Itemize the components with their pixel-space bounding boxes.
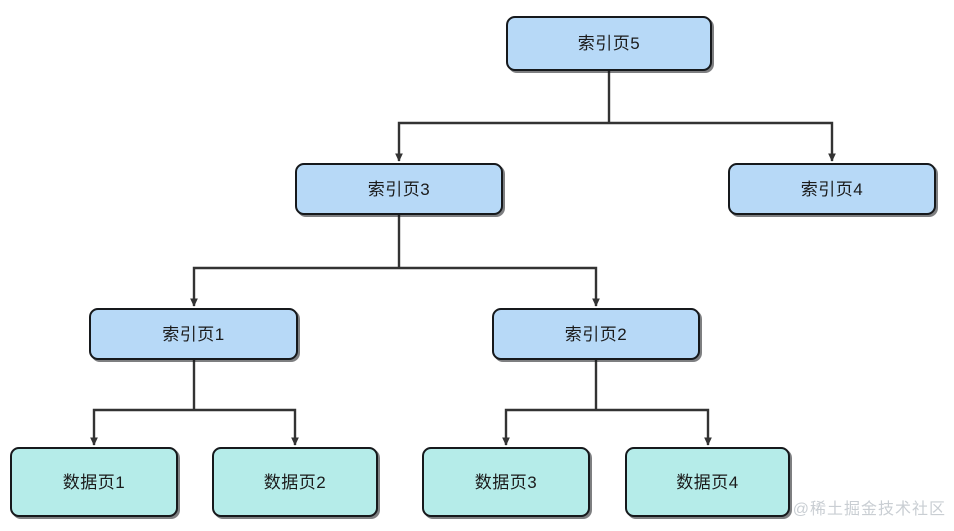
node-dat1[interactable]: 数据页1 — [10, 447, 178, 517]
node-label: 数据页1 — [62, 472, 126, 492]
edge-idx1-to-dat2 — [194, 408, 299, 446]
node-label: 索引页4 — [800, 179, 864, 199]
node-idx1[interactable]: 索引页1 — [89, 308, 298, 360]
edge-idx3-to-idx2 — [399, 266, 600, 307]
node-idx2[interactable]: 索引页2 — [492, 308, 700, 360]
edge-idx3-to-idx1 — [190, 266, 399, 307]
node-label: 索引页3 — [367, 179, 431, 199]
node-dat3[interactable]: 数据页3 — [422, 447, 590, 517]
node-idx5[interactable]: 索引页5 — [506, 16, 712, 71]
node-label: 数据页2 — [263, 472, 327, 492]
edge-idx2-to-dat3 — [502, 408, 596, 446]
node-label: 数据页4 — [676, 472, 739, 492]
node-label: 索引页1 — [162, 324, 225, 344]
node-idx3[interactable]: 索引页3 — [295, 163, 503, 215]
edge-idx5-to-idx4 — [609, 121, 836, 162]
edge-idx1-to-dat1 — [90, 408, 194, 446]
edge-idx5-to-idx3 — [395, 121, 609, 162]
node-label: 索引页2 — [564, 324, 628, 344]
node-idx4[interactable]: 索引页4 — [728, 163, 936, 215]
node-dat2[interactable]: 数据页2 — [212, 447, 378, 517]
node-label: 索引页5 — [577, 34, 641, 53]
edge-idx2-to-dat4 — [596, 408, 712, 446]
watermark: @稀土掘金技术社区 — [792, 501, 946, 518]
node-dat4[interactable]: 数据页4 — [625, 447, 790, 517]
node-label: 数据页3 — [474, 472, 538, 492]
